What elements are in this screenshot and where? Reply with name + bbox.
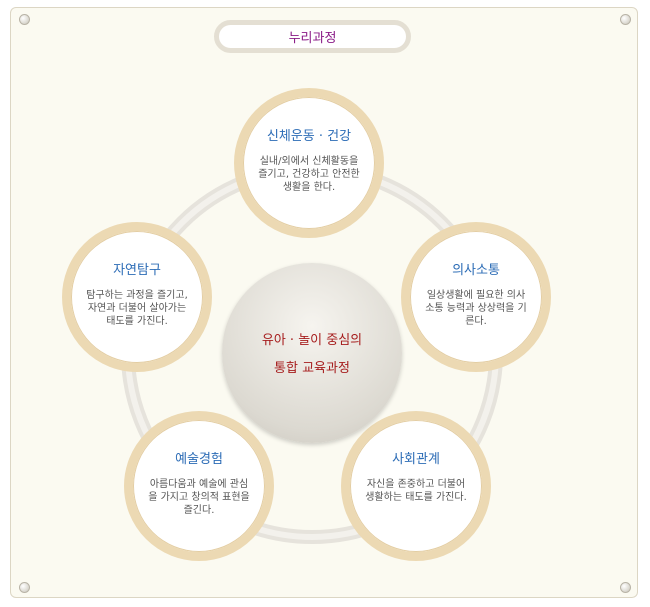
- area-art-experience: 예술경험 아름다움과 예술에 관심을 가지고 창의적 표현을 즐긴다.: [124, 411, 274, 561]
- area-description: 일상생활에 필요한 의사소통 능력과 상상력을 기른다.: [425, 290, 527, 327]
- area-description: 실내/외에서 신체활동을 즐기고, 건강하고 안전한 생활을 한다.: [258, 156, 360, 193]
- corner-pin-icon: [620, 582, 631, 593]
- area-description: 자신을 존중하고 더불어 생활하는 태도를 가진다.: [365, 479, 467, 503]
- area-description: 아름다움과 예술에 관심을 가지고 창의적 표현을 즐긴다.: [148, 479, 250, 516]
- area-physical-health: 신체운동 · 건강 실내/외에서 신체활동을 즐기고, 건강하고 안전한 생활을…: [234, 88, 384, 238]
- corner-pin-icon: [620, 14, 631, 25]
- corner-pin-icon: [19, 582, 30, 593]
- center-circle: 유아 · 놀이 중심의 통합 교육과정: [222, 263, 402, 443]
- area-communication: 의사소통 일상생활에 필요한 의사소통 능력과 상상력을 기른다.: [401, 222, 551, 372]
- area-title: 의사소통: [452, 263, 500, 278]
- area-title: 사회관계: [392, 452, 440, 467]
- area-nature-exploration: 자연탐구 탐구하는 과정을 즐기고, 자연과 더불어 살아가는 태도를 가진다.: [62, 222, 212, 372]
- center-line-2: 통합 교육과정: [274, 361, 350, 376]
- area-description: 탐구하는 과정을 즐기고, 자연과 더불어 살아가는 태도를 가진다.: [86, 290, 188, 327]
- area-social-relations: 사회관계 자신을 존중하고 더불어 생활하는 태도를 가진다.: [341, 411, 491, 561]
- center-line-1: 유아 · 놀이 중심의: [261, 333, 363, 348]
- area-title: 자연탐구: [113, 263, 161, 278]
- corner-pin-icon: [19, 14, 30, 25]
- area-title: 신체운동 · 건강: [266, 129, 352, 144]
- area-title: 예술경험: [175, 452, 223, 467]
- page-title: 누리과정: [214, 20, 411, 53]
